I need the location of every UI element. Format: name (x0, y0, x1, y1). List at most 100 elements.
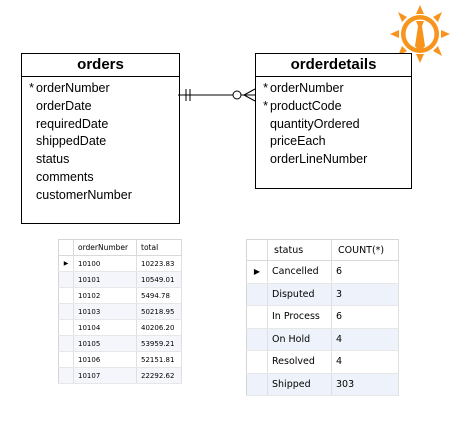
row-selector-arrow-icon[interactable]: ▶ (58, 255, 74, 272)
orders-field: *orderNumber (22, 80, 179, 98)
table-cell[interactable]: 50218.95 (136, 303, 182, 320)
primary-key-marker: * (263, 81, 268, 95)
table-cell[interactable]: 10103 (73, 303, 137, 320)
many-marker-line (243, 88, 256, 96)
row-selector-arrow-icon[interactable]: ▶ (246, 260, 268, 284)
table-cell[interactable]: 303 (331, 373, 399, 396)
orderdetails-field: orderLineNumber (256, 151, 411, 169)
table-cell[interactable]: 52151.81 (136, 351, 182, 368)
table-cell[interactable]: 5494.78 (136, 287, 182, 304)
field-name: quantityOrdered (270, 116, 360, 131)
field-name: orderNumber (36, 81, 110, 95)
sun-rays (390, 5, 450, 63)
column-header[interactable]: orderNumber (73, 239, 137, 256)
row-selector[interactable] (246, 328, 268, 351)
field-name: orderNumber (270, 81, 344, 95)
table-cell[interactable]: On Hold (267, 328, 332, 351)
row-selector-header[interactable] (246, 239, 268, 261)
orderdetails-entity-title: orderdetails (256, 54, 411, 77)
field-name: status (36, 152, 70, 167)
zero-marker-circle (232, 90, 242, 100)
table-row[interactable]: Disputed 3 (246, 283, 399, 306)
orders-entity-title: orders (22, 54, 179, 77)
table-row[interactable]: In Process 6 (246, 305, 399, 329)
field-name: productCode (270, 98, 342, 113)
table-cell[interactable]: 10105 (73, 335, 137, 352)
grid-header-row: status COUNT(*) (246, 239, 399, 261)
field-name: comments (36, 169, 94, 184)
tie-shape (415, 21, 425, 52)
table-cell[interactable]: 4 (331, 328, 399, 351)
table-cell[interactable]: 4 (331, 350, 399, 374)
logo-icon (390, 5, 450, 63)
row-selector[interactable] (246, 283, 268, 306)
column-header[interactable]: COUNT(*) (331, 239, 399, 261)
field-name: orderLineNumber (270, 152, 368, 167)
field-name: customerNumber (36, 187, 132, 202)
grid-header-row: orderNumber total (58, 239, 182, 256)
table-cell[interactable]: 40206.20 (136, 319, 182, 336)
primary-key-marker: * (29, 81, 34, 95)
orders-field: comments (22, 169, 179, 187)
orderdetails-field: *productCode (256, 98, 411, 116)
table-row[interactable]: ▶ Cancelled 6 (246, 260, 399, 284)
row-selector[interactable] (58, 335, 74, 352)
table-row[interactable]: On Hold 4 (246, 328, 399, 351)
table-cell[interactable]: Cancelled (267, 260, 332, 284)
table-row[interactable]: Resolved 4 (246, 350, 399, 374)
row-selector[interactable] (58, 303, 74, 320)
field-name: shippedDate (36, 134, 107, 149)
field-name: requiredDate (36, 116, 109, 131)
column-header[interactable]: status (267, 239, 332, 261)
table-row[interactable]: 10103 50218.95 (58, 303, 182, 320)
table-row[interactable]: 10101 10549.01 (58, 271, 182, 288)
table-cell[interactable]: 6 (331, 305, 399, 329)
table-row[interactable]: 10105 53959.21 (58, 335, 182, 352)
table-cell[interactable]: 3 (331, 283, 399, 306)
table-cell[interactable]: Resolved (267, 350, 332, 374)
table-cell[interactable]: 10107 (73, 367, 137, 384)
orderdetails-field: quantityOrdered (256, 116, 411, 134)
table-cell[interactable]: 10101 (73, 271, 137, 288)
orders-field: requiredDate (22, 116, 179, 134)
table-row[interactable]: Shipped 303 (246, 373, 399, 396)
table-cell[interactable]: 10102 (73, 287, 137, 304)
row-selector[interactable] (58, 367, 74, 384)
field-name: orderDate (36, 98, 92, 113)
table-cell[interactable]: 10223.83 (136, 255, 182, 272)
orders-field: shippedDate (22, 133, 179, 151)
table-cell[interactable]: 22292.62 (136, 367, 182, 384)
row-selector-header[interactable] (58, 239, 74, 256)
table-row[interactable]: 10107 22292.62 (58, 367, 182, 384)
table-cell[interactable]: 6 (331, 260, 399, 284)
row-selector[interactable] (246, 305, 268, 329)
table-cell[interactable]: 10549.01 (136, 271, 182, 288)
table-cell[interactable]: 10104 (73, 319, 137, 336)
row-selector[interactable] (58, 351, 74, 368)
orderdetails-field: priceEach (256, 133, 411, 151)
status-count-grid: status COUNT(*) ▶ Cancelled 6 Disputed 3… (246, 239, 399, 396)
row-selector[interactable] (246, 350, 268, 374)
orders-field: orderDate (22, 98, 179, 116)
column-header[interactable]: total (136, 239, 182, 256)
many-marker-line (243, 94, 256, 102)
table-cell[interactable]: Disputed (267, 283, 332, 306)
table-row[interactable]: 10102 5494.78 (58, 287, 182, 304)
row-selector[interactable] (58, 287, 74, 304)
table-cell[interactable]: 53959.21 (136, 335, 182, 352)
orders-field: status (22, 151, 179, 169)
primary-key-marker: * (263, 98, 268, 113)
orders-entity: orders *orderNumber orderDate requiredDa… (21, 53, 180, 224)
table-row[interactable]: 10106 52151.81 (58, 351, 182, 368)
table-cell[interactable]: In Process (267, 305, 332, 329)
row-selector[interactable] (58, 271, 74, 288)
row-selector[interactable] (58, 319, 74, 336)
table-row[interactable]: 10104 40206.20 (58, 319, 182, 336)
order-totals-grid: orderNumber total ▶ 10100 10223.83 10101… (58, 239, 182, 384)
table-cell[interactable]: 10100 (73, 255, 137, 272)
table-cell[interactable]: 10106 (73, 351, 137, 368)
table-cell[interactable]: Shipped (267, 373, 332, 396)
table-row[interactable]: ▶ 10100 10223.83 (58, 255, 182, 272)
row-selector[interactable] (246, 373, 268, 396)
